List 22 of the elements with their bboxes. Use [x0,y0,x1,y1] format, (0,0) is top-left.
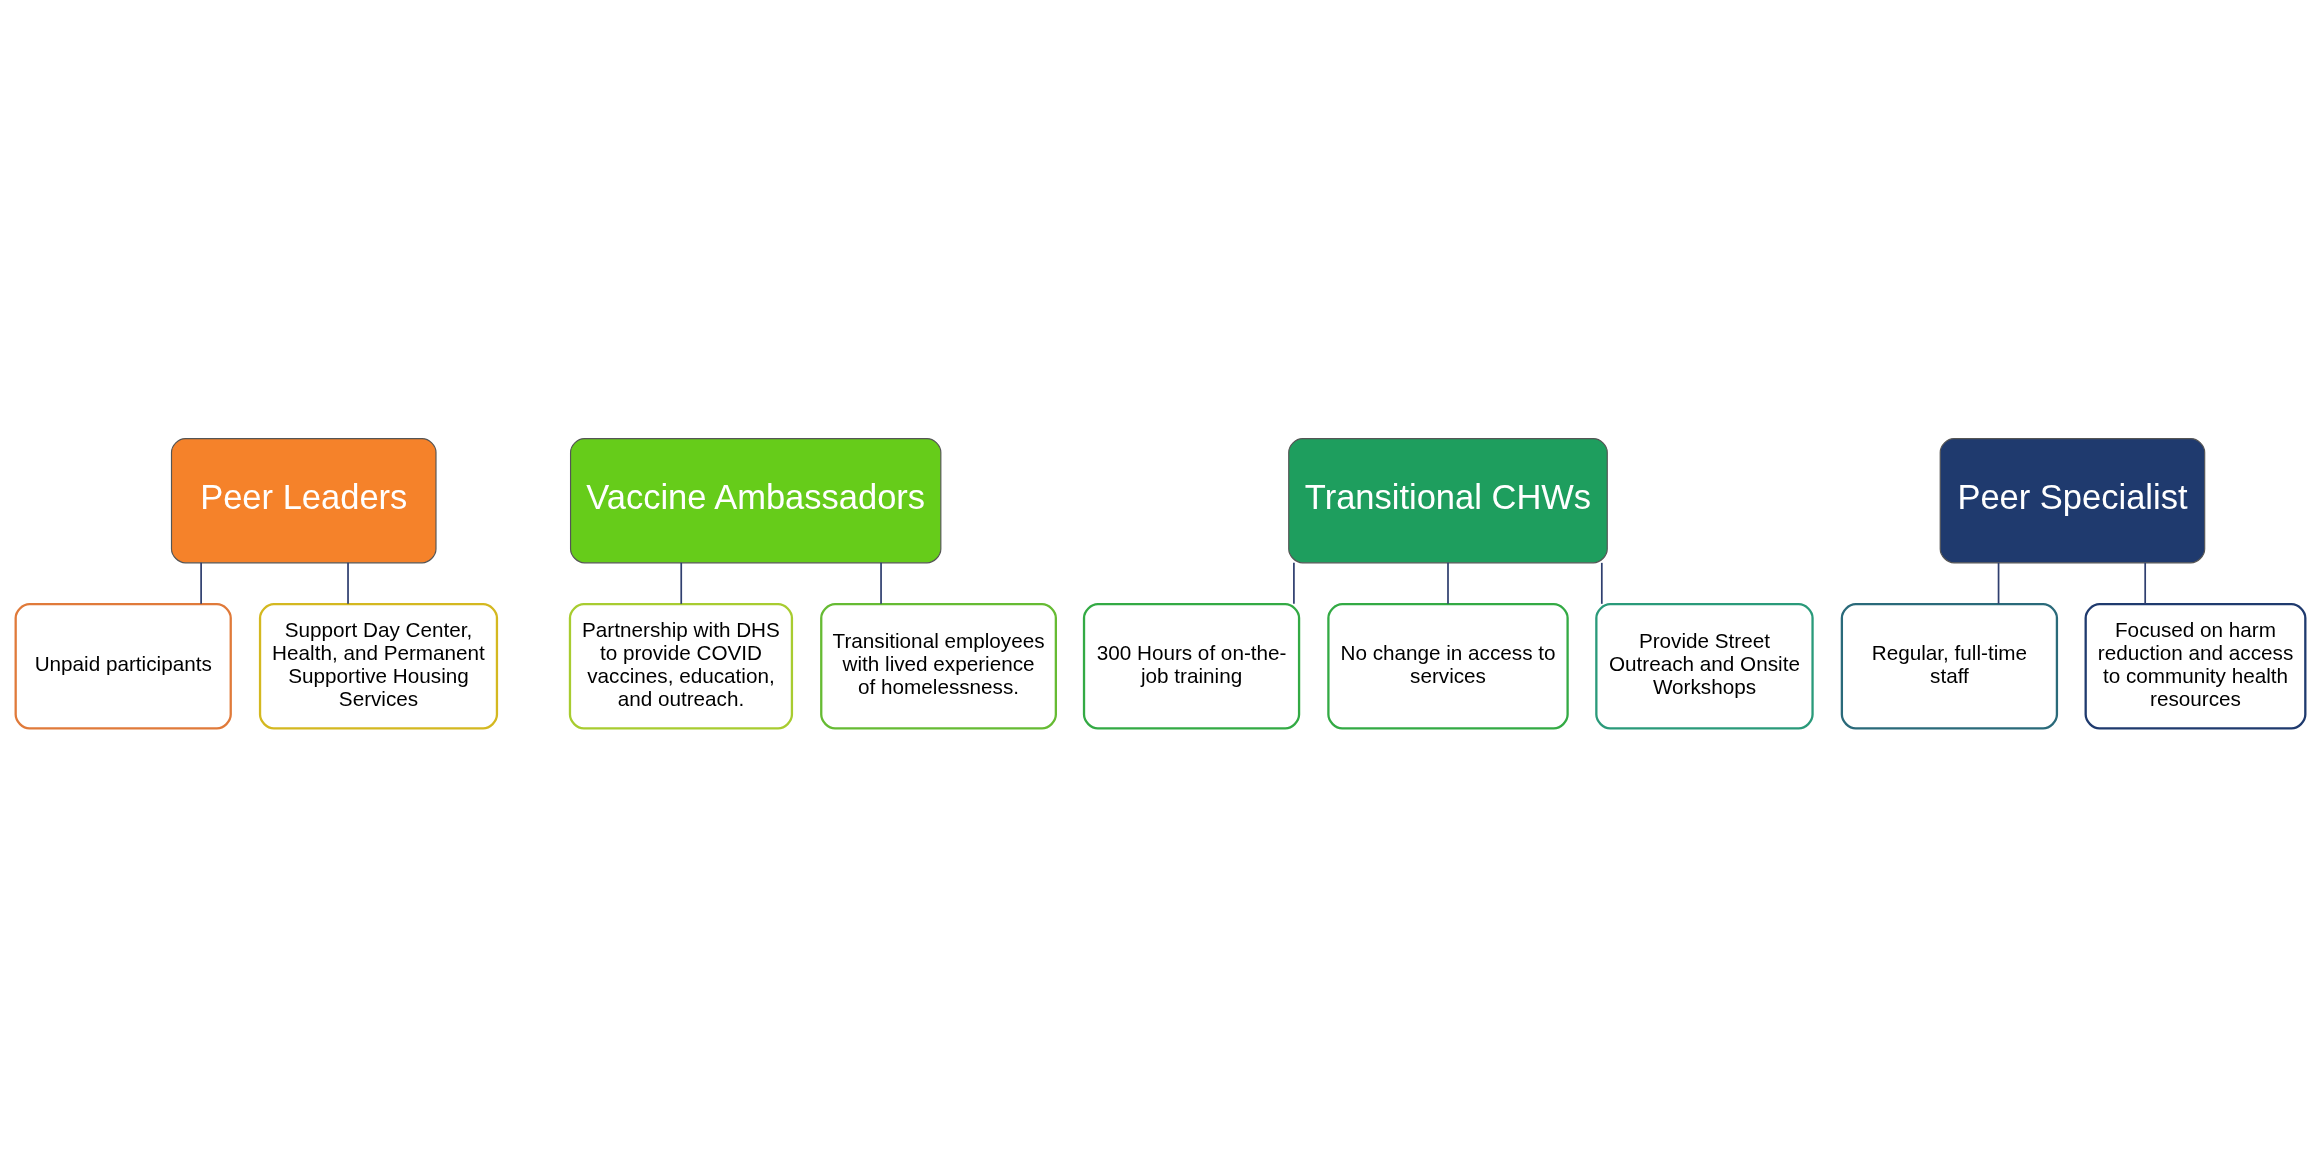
node-box: Peer Leaders [170,438,437,564]
node-box: Support Day Center, Health, and Permanent Supportive Housing Services [258,603,499,730]
connector [1447,561,1449,605]
node-box: Regular, full-time staff [1840,603,2059,730]
node-box: Provide Street Outreach and Onsite Workshops [1595,603,1814,730]
connector [1997,561,2000,605]
connector [680,561,683,605]
node-box: Focused on harm reduction and access to community health resources [2084,603,2307,730]
connector [2144,561,2147,605]
node-box: Unpaid participants [14,603,232,730]
connector [880,561,882,605]
connector [1293,561,1295,605]
node-box: Transitional employees with lived experience of homelessness. [820,603,1057,730]
node-box: 300 Hours of on-the-job training [1082,603,1301,730]
connector [1600,561,1603,605]
node-box: Peer Specialist [1939,438,2206,564]
node-box: No change in access to services [1327,603,1569,730]
node-box: Partnership with DHS to provide COVID vaccines, education, and outreach. [568,603,794,730]
connector [200,561,202,605]
node-box: Transitional CHWs [1288,438,1608,564]
connector [347,561,349,605]
node-box: Vaccine Ambassadors [569,438,942,564]
